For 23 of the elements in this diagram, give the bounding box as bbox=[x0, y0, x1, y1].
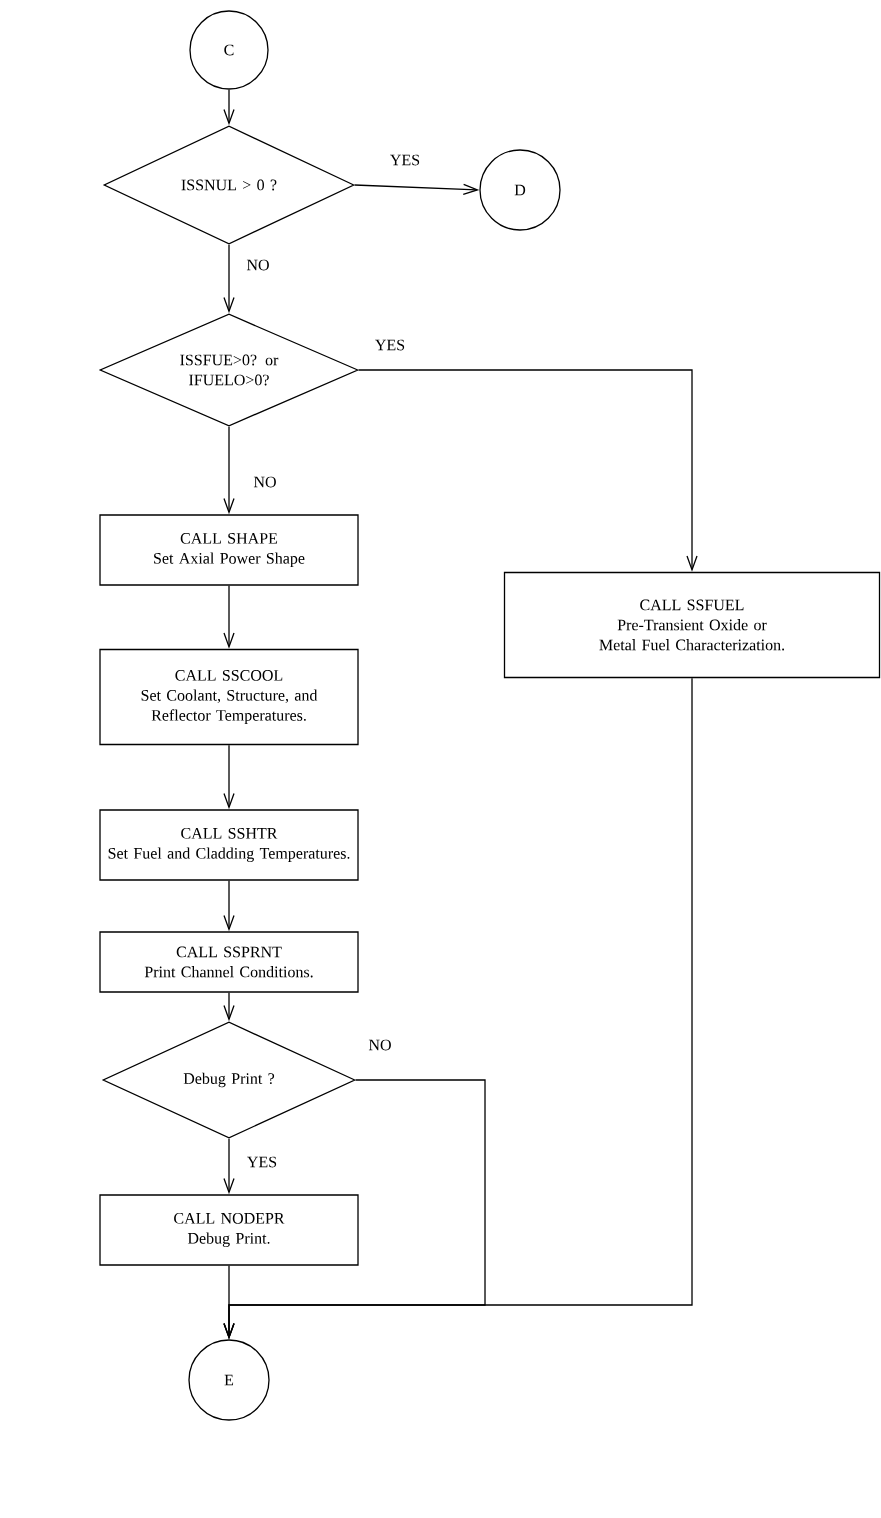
process-box: CALL NODEPR Debug Print. bbox=[99, 1194, 359, 1266]
arrow bbox=[223, 585, 235, 649]
process-box: CALL SSFUEL Pre-Transient Oxide or Metal Fuel Characterization. bbox=[503, 571, 881, 679]
arrow bbox=[354, 183, 480, 195]
edge-label: YES bbox=[388, 153, 422, 167]
arrow bbox=[223, 992, 235, 1022]
edge-label: YES bbox=[373, 338, 407, 352]
process-box: CALL SSCOOL Set Coolant, Structure, and Reflector Temperatures. bbox=[99, 648, 359, 746]
edge-label: NO bbox=[367, 1038, 393, 1052]
process-box: CALL SSHTR Set Fuel and Cladding Temperatures. bbox=[99, 809, 359, 881]
process-box: CALL SHAPE Set Axial Power Shape bbox=[99, 514, 359, 586]
edge-label: YES bbox=[245, 1155, 279, 1169]
arrow bbox=[223, 744, 235, 810]
arrow bbox=[223, 1138, 235, 1195]
edge-label: NO bbox=[252, 475, 278, 489]
process-box: CALL SSPRNT Print Channel Conditions. bbox=[99, 931, 359, 993]
arrow bbox=[223, 880, 235, 932]
edge-label: NO bbox=[245, 258, 271, 272]
arrow bbox=[223, 677, 693, 1340]
arrow bbox=[223, 89, 235, 126]
arrow bbox=[223, 244, 235, 314]
arrow bbox=[223, 426, 235, 515]
arrow bbox=[358, 369, 698, 572]
